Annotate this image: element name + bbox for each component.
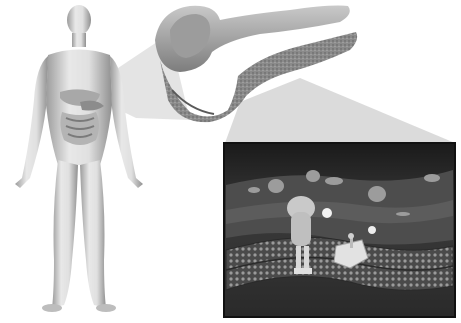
molecule <box>322 208 332 218</box>
zoom-wedge-organ-to-cell <box>225 78 455 143</box>
human-body-figure <box>15 5 143 312</box>
molecule <box>368 226 376 234</box>
cell-membrane-inset <box>224 143 455 317</box>
